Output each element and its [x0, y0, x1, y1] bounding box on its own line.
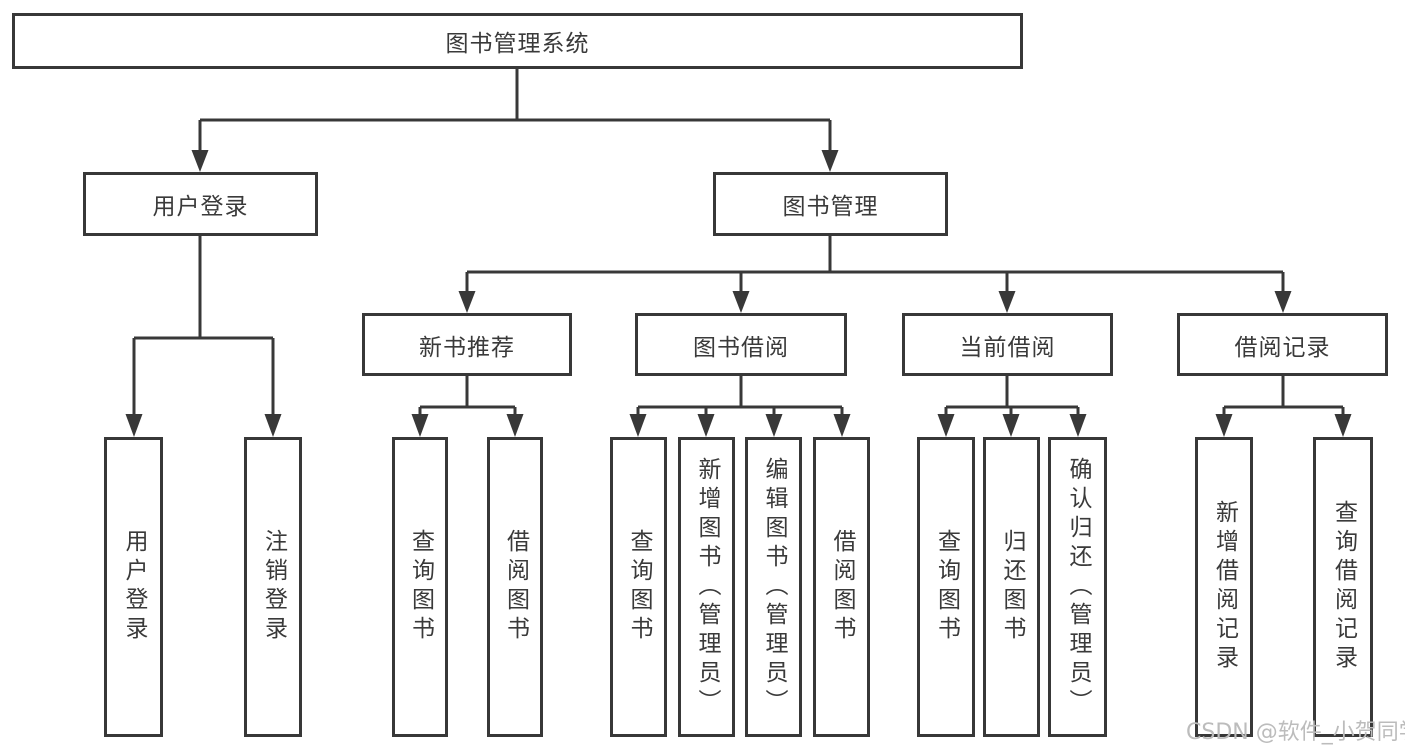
node-label: 用户登录 [152, 194, 249, 220]
leaf-logout: 注销登录 [244, 437, 302, 737]
leaf-borrow-books-1: 借阅图书 [487, 437, 543, 737]
leaf-query-books-3: 查询图书 [917, 437, 975, 737]
node-label: 图书管理系统 [445, 31, 590, 57]
leaf-query-books-2: 查询图书 [610, 437, 667, 737]
leaf-query-borrow-record: 查询借阅记录 [1313, 437, 1373, 737]
leaf-label: 新增借阅记录 [1211, 500, 1238, 674]
leaf-user-login: 用户登录 [104, 437, 163, 737]
leaf-label: 用户登录 [121, 529, 147, 645]
leaf-edit-book-admin: 编辑图书（管理员） [745, 437, 802, 737]
node-label: 借阅记录 [1234, 334, 1331, 361]
node-book-management: 图书管理 [713, 172, 948, 236]
node-label: 图书借阅 [693, 334, 789, 361]
leaf-label: 借阅图书 [502, 529, 529, 645]
node-new-book-recommendation: 新书推荐 [362, 313, 572, 376]
leaf-confirm-return-admin: 确认归还（管理员） [1048, 437, 1107, 737]
leaf-label: 确认归还（管理员） [1065, 456, 1091, 718]
leaf-label: 查询图书 [407, 529, 434, 645]
leaf-label: 编辑图书（管理员） [761, 456, 787, 718]
leaf-add-book-admin: 新增图书（管理员） [678, 437, 735, 737]
leaf-label: 查询借阅记录 [1330, 500, 1357, 674]
node-current-borrowing: 当前借阅 [902, 313, 1113, 376]
node-borrowing-records: 借阅记录 [1177, 313, 1388, 376]
leaf-borrow-books-2: 借阅图书 [813, 437, 870, 737]
leaf-query-books-1: 查询图书 [392, 437, 448, 737]
node-user-login: 用户登录 [83, 172, 318, 236]
node-book-borrowing: 图书借阅 [635, 313, 847, 376]
node-label: 图书管理 [782, 194, 879, 220]
leaf-label: 查询图书 [626, 529, 652, 645]
leaf-label: 查询图书 [933, 529, 960, 645]
leaf-return-books: 归还图书 [983, 437, 1040, 737]
node-label: 新书推荐 [419, 334, 515, 361]
leaf-add-borrow-record: 新增借阅记录 [1195, 437, 1253, 737]
leaf-label: 归还图书 [999, 529, 1025, 645]
node-library-management-system: 图书管理系统 [12, 13, 1023, 69]
leaf-label: 借阅图书 [829, 529, 855, 645]
leaf-label: 注销登录 [260, 529, 287, 645]
node-label: 当前借阅 [959, 334, 1056, 361]
leaf-label: 新增图书（管理员） [694, 456, 720, 718]
